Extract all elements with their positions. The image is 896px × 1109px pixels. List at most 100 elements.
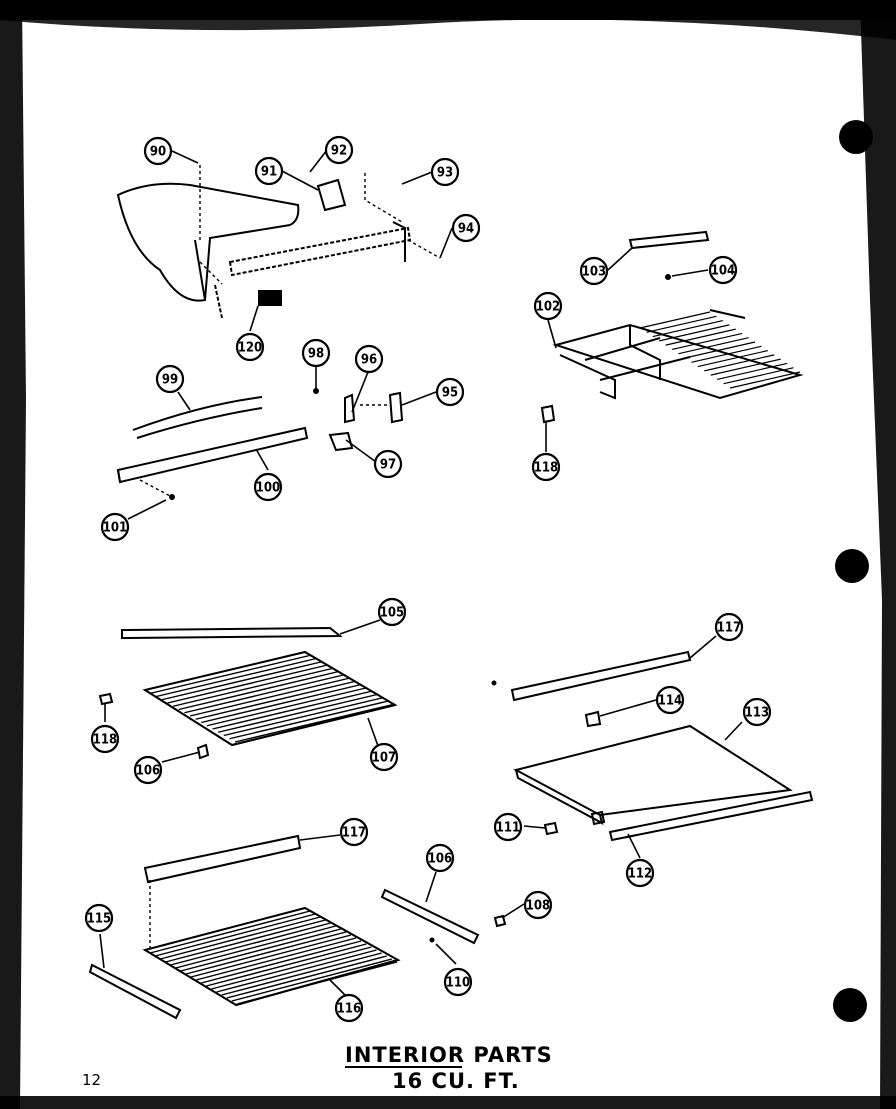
callout-circle [133, 755, 163, 785]
callout-label: 96 [361, 353, 377, 368]
callout-96: 96 [354, 344, 384, 374]
callout-label: 101 [103, 521, 127, 536]
shelf-wire [211, 946, 372, 990]
callout-label: 118 [534, 461, 558, 476]
shelf-wire [150, 654, 311, 694]
callout-label: 110 [446, 976, 470, 991]
leader-lines [99, 149, 743, 997]
shelf-wire [231, 958, 393, 1002]
shelf-wire [646, 315, 717, 333]
punch-hole [835, 549, 869, 583]
callout-label: 102 [536, 300, 560, 315]
callout-circle [625, 858, 655, 888]
callout-circle [373, 449, 403, 479]
callout-circle [533, 291, 563, 321]
shelf-wire [234, 703, 396, 743]
callout-label: 105 [380, 606, 404, 621]
shelf-wire [659, 324, 730, 342]
shelf-wire [704, 354, 775, 372]
shelf-wire [223, 696, 384, 737]
callout-circle [579, 256, 609, 286]
callout-circle [84, 903, 114, 933]
shelf-wire [665, 328, 736, 346]
callout-circle [435, 377, 465, 407]
callout-circle [451, 213, 481, 243]
wire-shelf-middle [98, 626, 398, 760]
callout-label: 93 [437, 166, 453, 181]
callout-label: 117 [717, 621, 741, 636]
shelf-wire [206, 943, 367, 987]
callout-label: 92 [331, 144, 347, 159]
callout-116: 116 [334, 993, 364, 1023]
shelf-wire [229, 700, 390, 740]
punch-holes [833, 120, 873, 1022]
callout-label: 111 [496, 821, 520, 836]
callout-circle [531, 452, 561, 482]
wire-shelf-upper [540, 230, 804, 424]
callout-circle [430, 157, 460, 187]
callout-circle [334, 993, 364, 1023]
callout-label: 97 [380, 458, 396, 473]
callout-circle [143, 136, 173, 166]
callout-circle [339, 817, 369, 847]
diagram-title-line2: 16 CU. FT. [392, 1069, 520, 1093]
callout-107: 107 [369, 742, 399, 772]
shelf-wire [195, 937, 357, 981]
callout-circle [90, 724, 120, 754]
callout-label: 91 [261, 165, 277, 180]
callout-106: 106 [425, 843, 455, 873]
shelf-wire [639, 311, 711, 329]
shelf-wire [652, 319, 723, 338]
callout-99: 99 [155, 364, 185, 394]
callout-circle [425, 843, 455, 873]
callout-91: 91 [254, 156, 284, 186]
callout-label: 104 [711, 264, 735, 279]
callout-label: 106 [428, 852, 452, 867]
shelf-wire [184, 674, 345, 714]
callout-circle [354, 344, 384, 374]
shelf-wire [167, 664, 328, 704]
shelf-wire [691, 345, 762, 363]
callout-label: 108 [526, 899, 550, 914]
callout-117: 117 [339, 817, 369, 847]
callout-circle [155, 364, 185, 394]
callout-circle [714, 612, 744, 642]
callout-circle [301, 338, 331, 368]
callout-113: 113 [742, 697, 772, 727]
callout-circle [742, 697, 772, 727]
callout-95: 95 [435, 377, 465, 407]
callout-circle [708, 255, 738, 285]
bracket-parts [313, 388, 404, 452]
clip-part [258, 290, 282, 306]
callout-label: 114 [658, 694, 682, 709]
shelf-wire [195, 680, 356, 720]
shelf-wire [217, 693, 379, 733]
callout-label: 107 [372, 751, 396, 766]
callout-97: 97 [373, 449, 403, 479]
callout-93: 93 [430, 157, 460, 187]
shelf-wire [723, 367, 794, 385]
callout-circle [655, 685, 685, 715]
callout-101: 101 [100, 512, 130, 542]
shelf-wire [160, 916, 321, 960]
shelf-wire [206, 687, 368, 727]
page-number: 12 [82, 1071, 101, 1089]
callout-label: 95 [442, 386, 458, 401]
callout-100: 100 [253, 472, 283, 502]
crisper-cover-assembly [491, 650, 814, 842]
callout-label: 115 [87, 912, 111, 927]
shelf-wire [175, 925, 336, 969]
callout-circle [324, 135, 354, 165]
callout-label: 113 [745, 706, 769, 721]
callout-label: 94 [458, 222, 474, 237]
callout-120: 120 [235, 332, 265, 362]
callout-103: 103 [579, 256, 609, 286]
callout-98: 98 [301, 338, 331, 368]
shelf-wire [221, 952, 382, 996]
callout-circle [377, 597, 407, 627]
callout-111: 111 [493, 812, 523, 842]
callout-104: 104 [708, 255, 738, 285]
shelf-wire [678, 337, 749, 355]
